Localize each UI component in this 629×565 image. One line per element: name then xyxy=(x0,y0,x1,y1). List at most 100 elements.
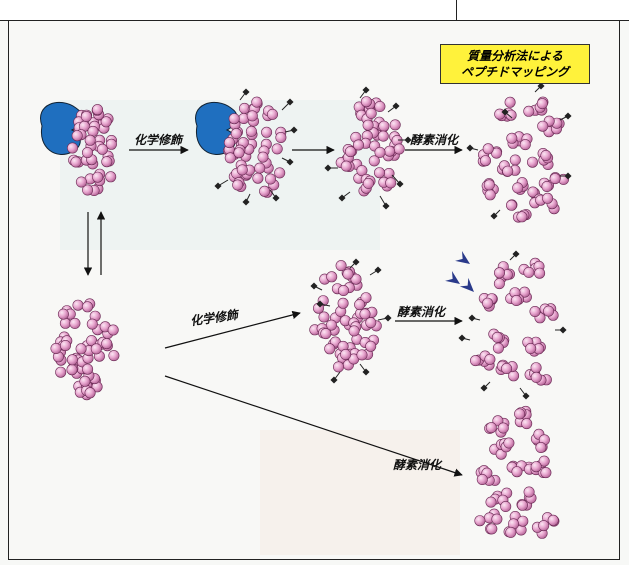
bead xyxy=(526,343,536,353)
bead xyxy=(550,173,560,183)
bead xyxy=(106,172,116,182)
modification-marker xyxy=(360,86,370,98)
bead xyxy=(338,298,348,308)
modification-marker xyxy=(350,258,360,268)
bead xyxy=(58,309,68,319)
bead xyxy=(354,299,364,309)
peptide-fragment-top xyxy=(478,144,502,167)
peptide-fragment-bottom xyxy=(517,487,536,511)
peptide-fragment-top xyxy=(539,172,569,191)
bead xyxy=(375,101,385,111)
peptide-fragment-bottom xyxy=(476,465,500,485)
bead xyxy=(538,121,548,131)
bead xyxy=(492,514,502,524)
bead xyxy=(87,319,97,329)
bead xyxy=(106,139,116,149)
bead xyxy=(541,150,551,160)
modification-marker xyxy=(480,382,490,392)
bead xyxy=(67,355,77,365)
bead xyxy=(82,364,92,374)
bead xyxy=(325,344,335,354)
bead xyxy=(85,135,95,145)
bead xyxy=(361,97,371,107)
bead xyxy=(80,376,90,386)
bead xyxy=(477,474,487,484)
bead xyxy=(82,302,92,312)
bead xyxy=(233,180,243,190)
bead xyxy=(340,349,350,359)
bead xyxy=(536,442,546,452)
bead xyxy=(486,422,496,432)
bead xyxy=(531,363,541,373)
bead xyxy=(543,306,553,316)
bead xyxy=(514,409,524,419)
method-title-box: 質量分析法による ペプチドマッピング xyxy=(440,44,590,84)
bead xyxy=(267,109,277,119)
bead xyxy=(246,126,256,136)
bead xyxy=(483,144,493,154)
protein-modified-mid xyxy=(310,260,382,372)
modification-marker xyxy=(378,314,392,321)
bead xyxy=(541,467,551,477)
bead xyxy=(224,137,234,147)
peptide-fragment-mid xyxy=(530,304,559,323)
bead xyxy=(378,131,388,141)
bead xyxy=(379,121,389,131)
bead xyxy=(343,269,353,279)
bead xyxy=(360,309,370,319)
bead xyxy=(92,104,102,114)
bead xyxy=(253,173,263,183)
peptide-fragment-mid xyxy=(506,287,532,306)
peptide-fragment-mid xyxy=(479,293,497,311)
modification-marker xyxy=(510,250,520,260)
peptide-fragment-bottom xyxy=(507,461,535,477)
bead xyxy=(485,190,495,200)
bead xyxy=(56,367,66,377)
bead xyxy=(531,372,541,382)
protein-modified-free xyxy=(336,97,404,197)
bead xyxy=(345,146,355,156)
modification-marker xyxy=(490,210,500,220)
modification-marker xyxy=(282,98,294,110)
label-chem-mod-top: 化学修飾 xyxy=(134,131,182,148)
bead xyxy=(93,172,103,182)
modification-marker xyxy=(520,388,530,400)
bead xyxy=(480,156,490,166)
peptide-fragment-mid xyxy=(496,360,519,381)
bead xyxy=(390,120,400,130)
bead xyxy=(520,139,530,149)
bead xyxy=(531,462,541,472)
bead xyxy=(503,166,513,176)
bead xyxy=(394,144,404,154)
bead xyxy=(357,350,367,360)
bead xyxy=(81,111,91,121)
bead xyxy=(261,127,271,137)
modification-marker xyxy=(338,192,350,202)
bead xyxy=(506,527,516,537)
bead xyxy=(517,212,527,222)
modification-marker xyxy=(458,334,470,341)
peptide-fragment-mid xyxy=(489,329,509,353)
bead xyxy=(501,363,511,373)
bead xyxy=(319,312,329,322)
modification-marker xyxy=(380,196,390,210)
modification-marker xyxy=(360,364,370,376)
bead xyxy=(336,260,346,270)
bead xyxy=(537,98,547,108)
bead xyxy=(101,117,111,127)
cleavage-site-arrowhead xyxy=(455,251,473,269)
bead xyxy=(506,200,516,210)
peptide-fragment-bottom xyxy=(490,438,515,460)
modification-marker xyxy=(330,372,340,384)
modification-marker xyxy=(242,194,250,206)
peptide-fragment-mid xyxy=(523,337,546,356)
modification-marker xyxy=(282,158,294,166)
bead xyxy=(375,147,385,157)
bead xyxy=(349,326,359,336)
bead xyxy=(534,268,544,278)
peptide-fragment-bottom xyxy=(514,406,532,429)
bead xyxy=(109,350,119,360)
modification-marker xyxy=(388,102,400,112)
